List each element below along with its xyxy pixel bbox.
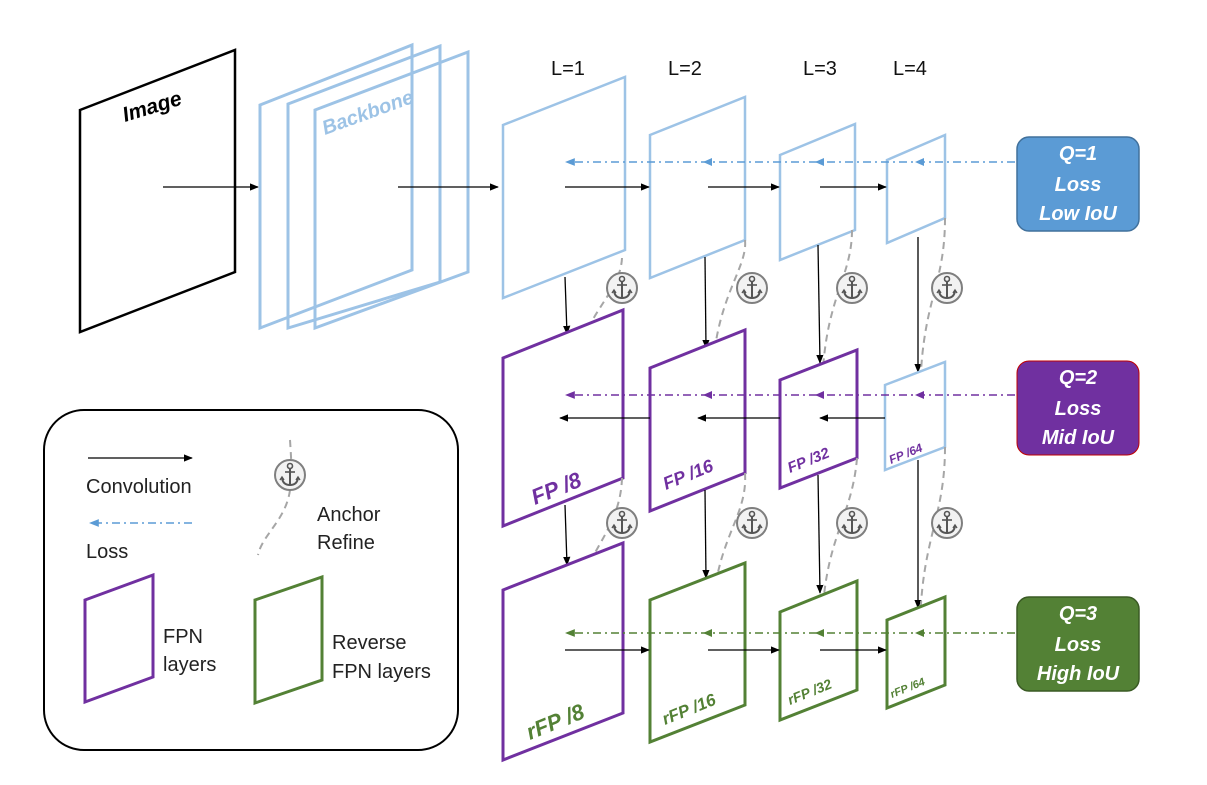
quality-box-q1-line3: Low IoU [1039, 203, 1117, 225]
legend-fpn-label-line2: layers [163, 654, 216, 676]
legend-fpn-label-line1: FPN [163, 626, 203, 648]
loss-marker-blue-2 [703, 158, 712, 166]
loss-marker-purple-4 [915, 391, 924, 399]
backbone-label: Backbone [319, 86, 416, 139]
anchor-icon [274, 459, 306, 491]
backbone-feature-l1 [501, 75, 627, 300]
anchor-icon [606, 272, 638, 304]
legend-frame [43, 409, 459, 751]
legend-convolution-label: Convolution [86, 476, 192, 498]
conv-down-arrow-3 [816, 244, 824, 364]
backbone-feature-row [501, 75, 947, 300]
rfpn-layer-l4 [885, 594, 947, 711]
quality-box-q3-line2: Loss [1055, 634, 1102, 656]
legend-anchor-refine-line2: Refine [317, 532, 375, 554]
rfpn-layer-l1 [501, 540, 625, 763]
rfpn-layer-l3 [778, 578, 859, 723]
conv-down-arrow-6 [702, 489, 710, 579]
legend: Convolution Loss Anchor Refine FPN layer… [43, 409, 459, 751]
anchor-refine-path-8 [919, 446, 946, 636]
quality-box-q3-line1: Q=3 [1059, 603, 1097, 625]
conv-down-arrow-1 [563, 276, 571, 335]
quality-box-q1-line1: Q=1 [1059, 143, 1097, 165]
quality-box-q2-line1: Q=2 [1059, 367, 1097, 389]
legend-anchor-refine-line1: Anchor [317, 504, 381, 526]
level-label-4: L=4 [893, 58, 927, 80]
quality-box-q2-line2: Loss [1055, 398, 1102, 420]
level-label-2: L=2 [668, 58, 702, 80]
anchor-icon [736, 272, 768, 304]
quality-box-q3: Q=3 Loss High IoU [1016, 596, 1140, 692]
quality-box-q1: Q=1 Loss Low IoU [1016, 136, 1140, 232]
input-image-panel [78, 48, 237, 334]
legend-rfpn-label-line1: Reverse [332, 632, 406, 654]
loss-marker-blue-3 [815, 158, 824, 166]
quality-box-q2: Q=2 Loss Mid IoU [1016, 360, 1140, 456]
backbone-feature-l4 [885, 133, 947, 245]
legend-anchor-path [257, 439, 293, 556]
loss-marker-green-3 [815, 629, 824, 637]
loss-marker-green-4 [915, 629, 924, 637]
anchor-icon [931, 507, 963, 539]
quality-box-q3-line3: High IoU [1037, 663, 1120, 685]
quality-box-q2-line3: Mid IoU [1042, 427, 1115, 449]
anchor-icon [836, 507, 868, 539]
loss-marker-blue-4 [915, 158, 924, 166]
level-label-3: L=3 [803, 58, 837, 80]
conv-down-arrow-2 [702, 256, 710, 349]
anchor-icon [836, 272, 868, 304]
loss-marker-purple-3 [815, 391, 824, 399]
image-label: Image [120, 87, 185, 127]
level-label-1: L=1 [551, 58, 585, 80]
legend-rfpn-swatch [253, 574, 324, 706]
loss-marker-green-2 [703, 629, 712, 637]
conv-down-arrow-7 [816, 474, 824, 594]
anchor-refine-path-3 [821, 229, 853, 399]
loss-marker-purple-2 [703, 391, 712, 399]
quality-box-q1-line2: Loss [1055, 174, 1102, 196]
backbone-feature-l3 [778, 122, 857, 262]
backbone-stack [258, 42, 470, 331]
anchor-icon [606, 507, 638, 539]
anchor-icon [736, 507, 768, 539]
legend-fpn-swatch [83, 572, 155, 705]
conv-down-arrow-5 [563, 504, 571, 566]
legend-loss-label: Loss [86, 541, 128, 563]
anchor-icon [931, 272, 963, 304]
rfpn-layer-l2 [648, 560, 747, 745]
legend-rfpn-label-line2: FPN layers [332, 661, 431, 683]
